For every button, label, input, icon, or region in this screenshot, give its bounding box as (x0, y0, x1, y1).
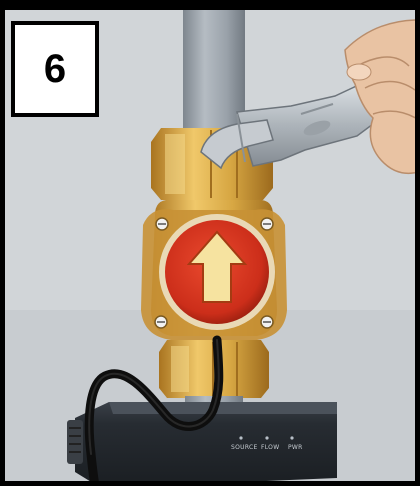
device-label-source: SOURCE (231, 444, 258, 451)
step-number: 6 (44, 49, 66, 89)
status-led-pwr (290, 436, 293, 439)
step-number-box: 6 (11, 21, 99, 117)
device-label-pwr: PWR (288, 444, 303, 451)
status-led-source (239, 436, 242, 439)
status-led-flow (265, 436, 268, 439)
flow-direction-disc (159, 214, 275, 330)
device-label-flow: FLOW (261, 444, 279, 451)
upper-pipe (183, 10, 245, 130)
